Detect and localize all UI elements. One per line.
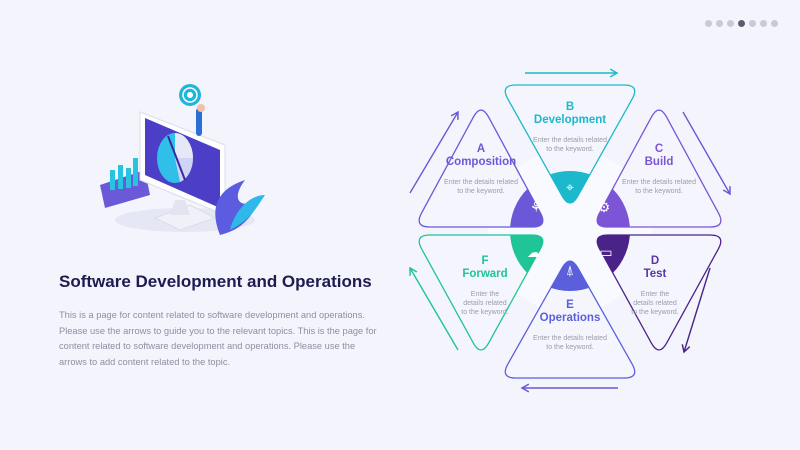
segment-letter: C [655, 143, 663, 155]
target-icon: ⌖ [566, 179, 574, 195]
segment-details: Enter the [641, 291, 670, 298]
pagination-dot[interactable] [738, 20, 745, 27]
segment-title: Test [644, 268, 667, 280]
segment-e[interactable]: ⍋ [504, 260, 636, 379]
segment-details: Enter the [471, 291, 500, 298]
segment-title: Development [534, 114, 606, 126]
segment-b[interactable]: ⌖ [504, 84, 636, 204]
pagination-dot[interactable] [771, 20, 778, 27]
devops-illustration [100, 84, 265, 235]
cycle-arrow [682, 111, 731, 196]
segment-letter: B [566, 101, 574, 113]
segment-title: Build [645, 156, 674, 168]
page-description: This is a page for content related to so… [59, 310, 377, 367]
segment-title: Operations [540, 312, 601, 324]
segment-details: details related [463, 300, 507, 307]
segment-details: to the keyword. [546, 344, 594, 351]
center-glow [488, 149, 652, 313]
monitor-icon: ▭ [599, 244, 612, 260]
segment-letter: F [481, 255, 488, 267]
segment-letter: A [477, 143, 485, 155]
segment-title: Forward [462, 268, 507, 280]
hierarchy-icon: ⚘ [530, 199, 543, 215]
cloud-sync-icon: ☁ [527, 244, 541, 260]
cycle-arrow [409, 110, 459, 194]
gear-icon: ⚙ [598, 199, 611, 215]
pagination-dot[interactable] [749, 20, 756, 27]
segment-details: details related [633, 300, 677, 307]
segment-details: Enter the details related [533, 335, 607, 342]
segment-letter: E [566, 299, 574, 311]
segment-title: Composition [446, 156, 516, 168]
segment-details: Enter the details related [622, 179, 696, 186]
segment-f[interactable]: ☁ [418, 234, 544, 351]
cycle-arrow [681, 267, 711, 354]
segment-details: Enter the details related [444, 179, 518, 186]
pagination-dot[interactable] [727, 20, 734, 27]
pagination-dots [705, 20, 778, 27]
pagination-dot[interactable] [716, 20, 723, 27]
person-figure [196, 108, 202, 136]
segment-details: to the keyword. [546, 146, 594, 153]
segment-details: to the keyword. [461, 309, 509, 316]
pagination-dot[interactable] [705, 20, 712, 27]
segment-letter: D [651, 255, 659, 267]
cycle-arrow [409, 266, 459, 351]
segment-details: to the keyword. [635, 188, 683, 195]
segment-d[interactable]: ▭ [596, 234, 722, 351]
plant-icon [215, 180, 260, 235]
antenna-icon: ⍋ [566, 262, 574, 278]
segment-details: to the keyword. [631, 309, 679, 316]
segment-c[interactable]: ⚙ [596, 109, 722, 228]
bar-chart-icon [110, 158, 138, 190]
page-title: Software Development and Operations [59, 272, 372, 291]
pagination-dot[interactable] [760, 20, 767, 27]
segment-a[interactable]: ⚘ [418, 109, 544, 228]
segment-details: Enter the details related [533, 137, 607, 144]
segment-details: to the keyword. [457, 188, 505, 195]
